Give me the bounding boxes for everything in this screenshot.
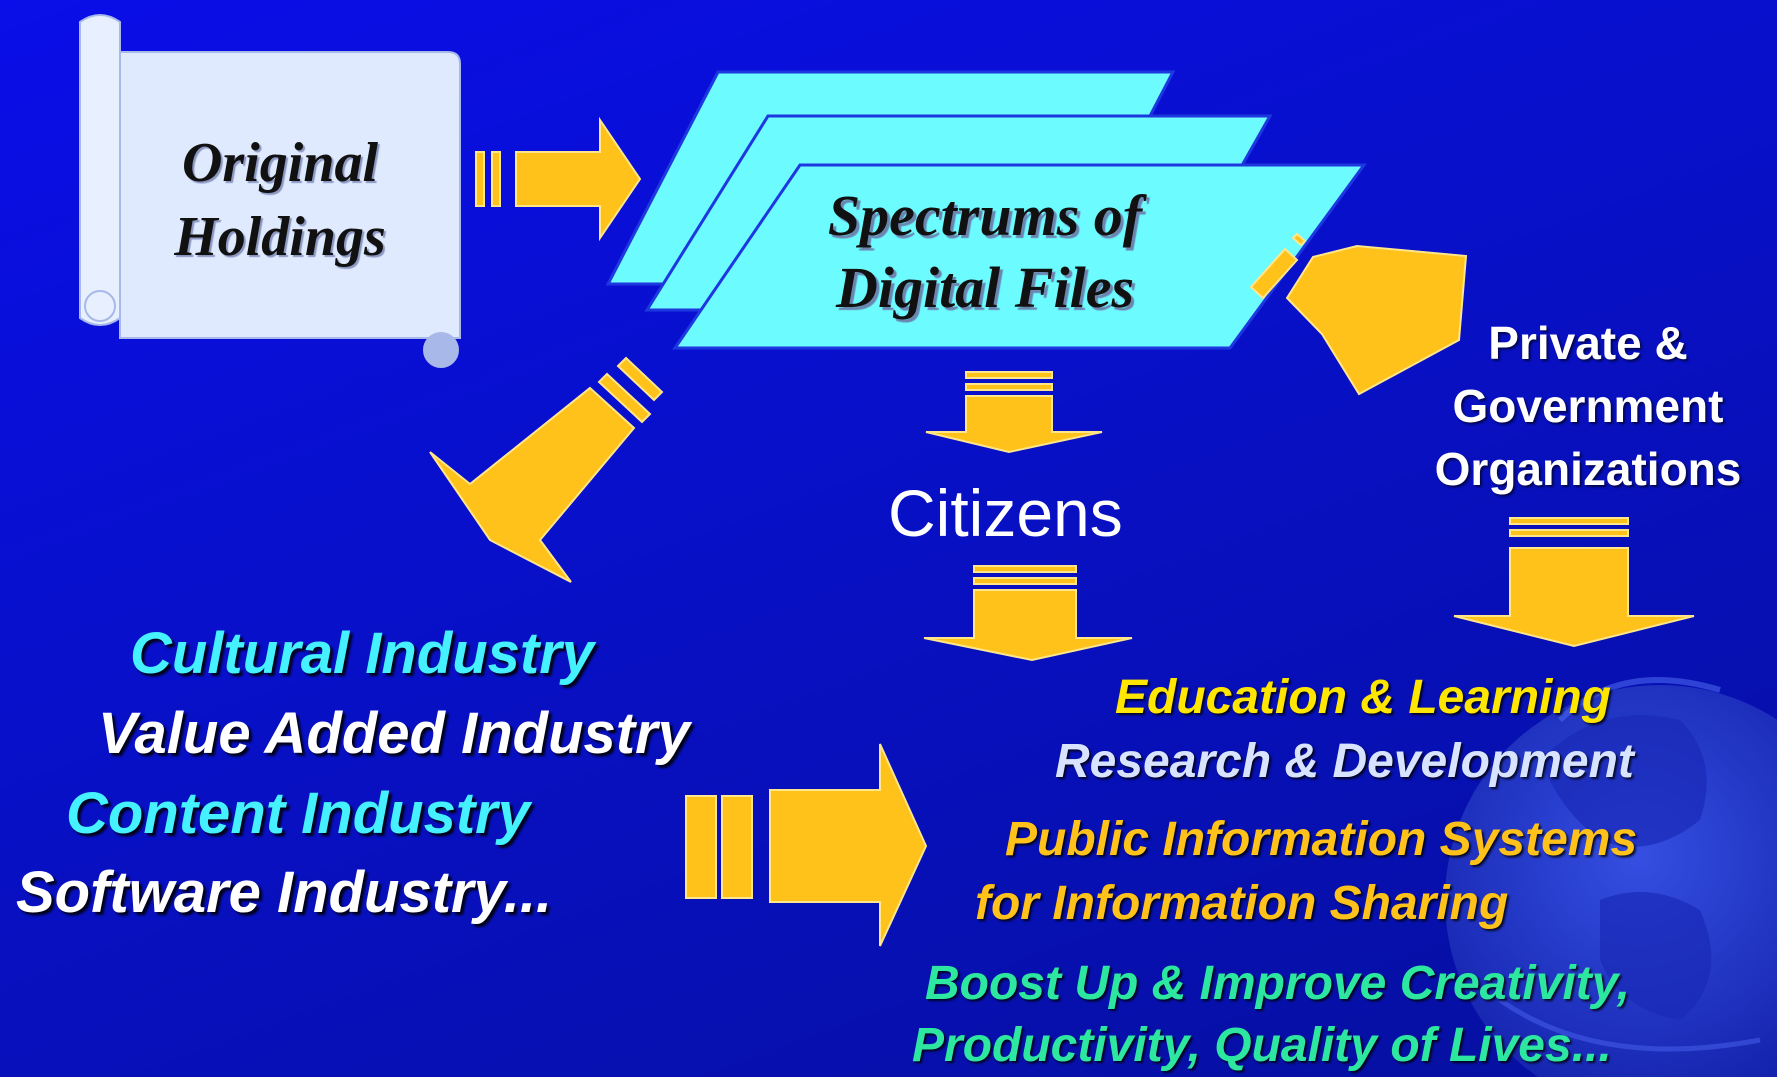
organizations-line-1: Private &	[1488, 317, 1688, 369]
organizations-line-2: Government	[1452, 380, 1724, 432]
information-sharing-label: for Information Sharing	[975, 877, 1509, 930]
digital-files-stack	[605, 70, 1367, 350]
digital-files-line-2: Digital Files	[835, 255, 1135, 320]
value-added-industry-label: Value Added Industry	[98, 701, 690, 766]
public-info-systems-label: Public Information Systems	[1005, 813, 1638, 866]
original-holdings-scroll	[79, 14, 461, 368]
arrow-files-to-citizens	[925, 371, 1103, 454]
content-industry-label: Content Industry	[66, 781, 530, 846]
original-holdings-label: Original Holdings	[160, 126, 400, 274]
arrow-organizations-to-outcomes	[1453, 517, 1695, 648]
boost-creativity-label: Boost Up & Improve Creativity,	[925, 957, 1631, 1010]
arrow-citizens-to-outcomes	[923, 565, 1133, 662]
digital-files-line-1: Spectrums of	[827, 183, 1143, 248]
software-industry-label: Software Industry...	[16, 860, 553, 925]
organizations-label: Private & Government Organizations	[1408, 312, 1768, 501]
arrow-files-to-organizations	[1249, 232, 1468, 396]
arrow-files-to-cultural	[429, 356, 664, 583]
original-holdings-line-2: Holdings	[174, 206, 386, 268]
arrow-holdings-to-files	[475, 116, 642, 242]
globe-icon	[1445, 677, 1777, 1077]
research-development-label: Research & Development	[1055, 735, 1634, 788]
education-learning-label: Education & Learning	[1115, 671, 1612, 724]
arrow-industry-to-outcomes	[685, 743, 928, 947]
productivity-quality-label: Productivity, Quality of Lives...	[912, 1019, 1612, 1072]
organizations-line-3: Organizations	[1434, 443, 1742, 495]
cultural-industry-label: Cultural Industry	[130, 621, 595, 686]
citizens-label: Citizens	[888, 476, 1123, 550]
digital-files-label: Spectrums of Digital Files	[790, 180, 1180, 324]
original-holdings-line-1: Original	[181, 132, 379, 194]
